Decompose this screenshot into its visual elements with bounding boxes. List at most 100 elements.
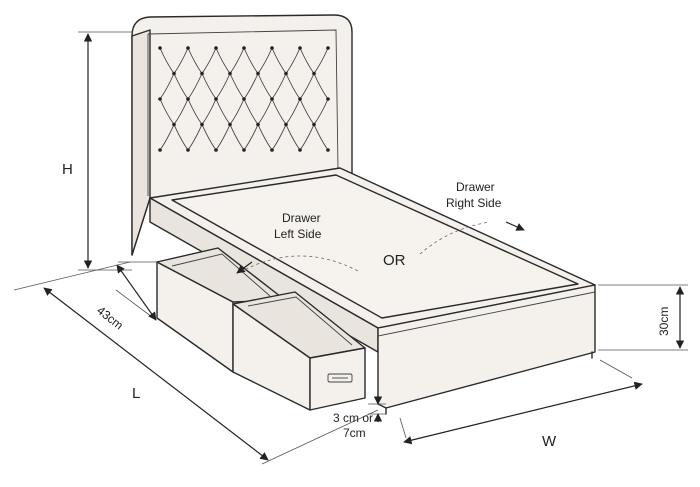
tufting-seam bbox=[215, 98, 231, 125]
tufting-button bbox=[186, 97, 190, 101]
dimension-length bbox=[13, 261, 379, 465]
tufting-button bbox=[256, 122, 260, 127]
tufting-button bbox=[158, 97, 162, 101]
tufting-seam bbox=[201, 124, 217, 151]
tufting-seam bbox=[299, 73, 315, 100]
tufting-seam bbox=[243, 73, 259, 100]
tufting-seam bbox=[257, 47, 273, 74]
tufting-seam bbox=[299, 98, 315, 125]
label-depth-43cm: 43cm bbox=[94, 303, 126, 332]
tufting-seam bbox=[313, 98, 329, 125]
tufting-button bbox=[312, 71, 316, 76]
tufting-seam bbox=[201, 98, 217, 125]
tufting-button bbox=[158, 148, 162, 152]
tufting-button bbox=[270, 148, 274, 152]
dimension-30cm bbox=[598, 284, 688, 351]
tufting-button bbox=[284, 122, 288, 127]
tufting-seam bbox=[173, 47, 189, 74]
tufting-button bbox=[214, 97, 218, 101]
tufting-button bbox=[312, 122, 316, 127]
drawer-handle bbox=[327, 373, 353, 383]
tufting-button bbox=[326, 148, 330, 152]
tufting-seam bbox=[243, 124, 259, 151]
dimension-43cm bbox=[115, 261, 157, 321]
drawer-direction-arrows bbox=[236, 221, 525, 274]
tufting-seam bbox=[159, 47, 175, 74]
tufting-button bbox=[214, 46, 218, 50]
tufting-seam bbox=[257, 124, 273, 151]
label-or: OR bbox=[383, 252, 406, 269]
tufting-button bbox=[158, 46, 162, 50]
tufting-seam bbox=[173, 98, 189, 125]
tufting-seam bbox=[285, 98, 301, 125]
label-clearance-2: 7cm bbox=[343, 426, 366, 440]
tufting-seam bbox=[229, 47, 245, 74]
tufting-seam bbox=[201, 47, 217, 74]
label-drawer-left-1: Drawer bbox=[282, 211, 321, 225]
tufting-seam bbox=[243, 98, 259, 125]
tufting-seam bbox=[173, 73, 189, 100]
tufting-seam bbox=[271, 47, 287, 74]
label-base-height: 30cm bbox=[657, 307, 671, 336]
tufting-seam bbox=[243, 47, 259, 74]
tufting-button bbox=[298, 148, 302, 152]
tufting-seam bbox=[229, 124, 245, 151]
dimension-width bbox=[399, 359, 643, 445]
tufting-button bbox=[200, 71, 204, 76]
tufting-seam bbox=[187, 98, 203, 125]
base-foot-end bbox=[377, 284, 596, 415]
headboard-wing bbox=[131, 29, 151, 256]
tufting-seam bbox=[313, 73, 329, 100]
tufting-button bbox=[270, 97, 274, 101]
tufting-seam bbox=[173, 124, 189, 151]
tufting-seam bbox=[229, 98, 245, 125]
left-drawer-arrow bbox=[236, 261, 253, 274]
tufting-seam bbox=[229, 73, 245, 100]
tufting-seam bbox=[187, 47, 203, 74]
tufting-seam bbox=[201, 73, 217, 100]
left-drawer-arc bbox=[239, 255, 361, 273]
tufting-seam bbox=[215, 124, 231, 151]
label-drawer-right-1: Drawer bbox=[456, 180, 495, 194]
tufting-button bbox=[172, 71, 176, 76]
tufting-seam bbox=[285, 73, 301, 100]
drawer-right-side bbox=[309, 347, 366, 411]
right-drawer-arrow bbox=[505, 221, 525, 231]
tufting-seam bbox=[257, 98, 273, 125]
tufting-button bbox=[242, 148, 246, 152]
tufting-seam bbox=[285, 124, 301, 151]
tufting-seam bbox=[187, 73, 203, 100]
tufting-seam bbox=[313, 124, 329, 151]
label-clearance-1: 3 cm or bbox=[333, 411, 373, 425]
tufting-seam bbox=[299, 47, 315, 74]
tufting-button bbox=[228, 71, 232, 76]
label-drawer-left-2: Left Side bbox=[274, 227, 322, 241]
base-foot-panel bbox=[377, 284, 596, 409]
tufting-button bbox=[200, 122, 204, 127]
tufting-seam bbox=[313, 47, 329, 74]
headboard-tufting bbox=[158, 46, 330, 152]
tufting-seam bbox=[187, 124, 203, 151]
tufting-button bbox=[326, 97, 330, 101]
tufting-button bbox=[242, 46, 246, 50]
dimension-clearance bbox=[368, 396, 386, 422]
tufting-button bbox=[298, 97, 302, 101]
tufting-button bbox=[256, 71, 260, 76]
tufting-button bbox=[172, 122, 176, 127]
tufting-seam bbox=[271, 98, 287, 125]
tufting-button bbox=[186, 148, 190, 152]
tufting-button bbox=[284, 71, 288, 76]
tufting-button bbox=[186, 46, 190, 50]
label-width: W bbox=[542, 433, 557, 450]
tufting-seam bbox=[257, 73, 273, 100]
tufting-seam bbox=[271, 73, 287, 100]
tufting-seam bbox=[159, 73, 175, 100]
label-height: H bbox=[62, 161, 73, 178]
tufting-button bbox=[242, 97, 246, 101]
tufting-seam bbox=[299, 124, 315, 151]
right-drawer-arc bbox=[419, 221, 491, 255]
tufting-button bbox=[326, 46, 330, 50]
tufting-button bbox=[270, 46, 274, 50]
